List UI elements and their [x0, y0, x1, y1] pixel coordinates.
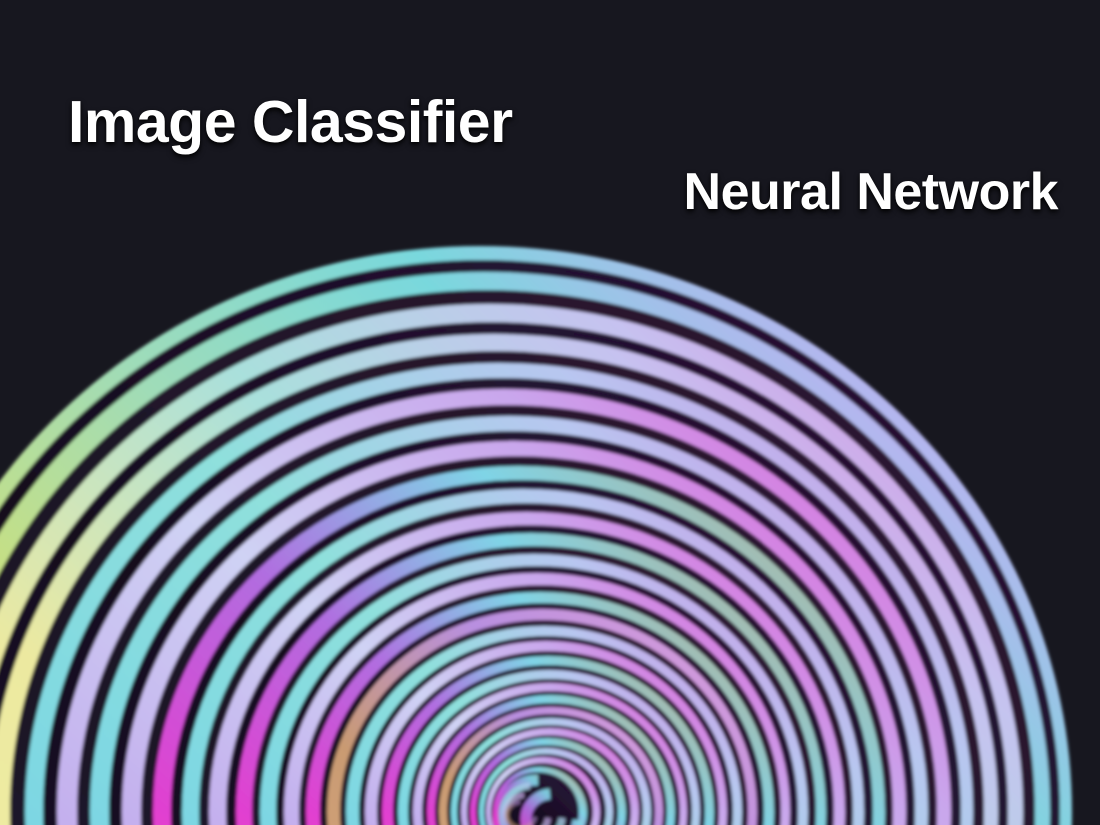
page-title: Image Classifier: [68, 89, 513, 155]
page-subtitle: Neural Network: [683, 163, 1059, 221]
